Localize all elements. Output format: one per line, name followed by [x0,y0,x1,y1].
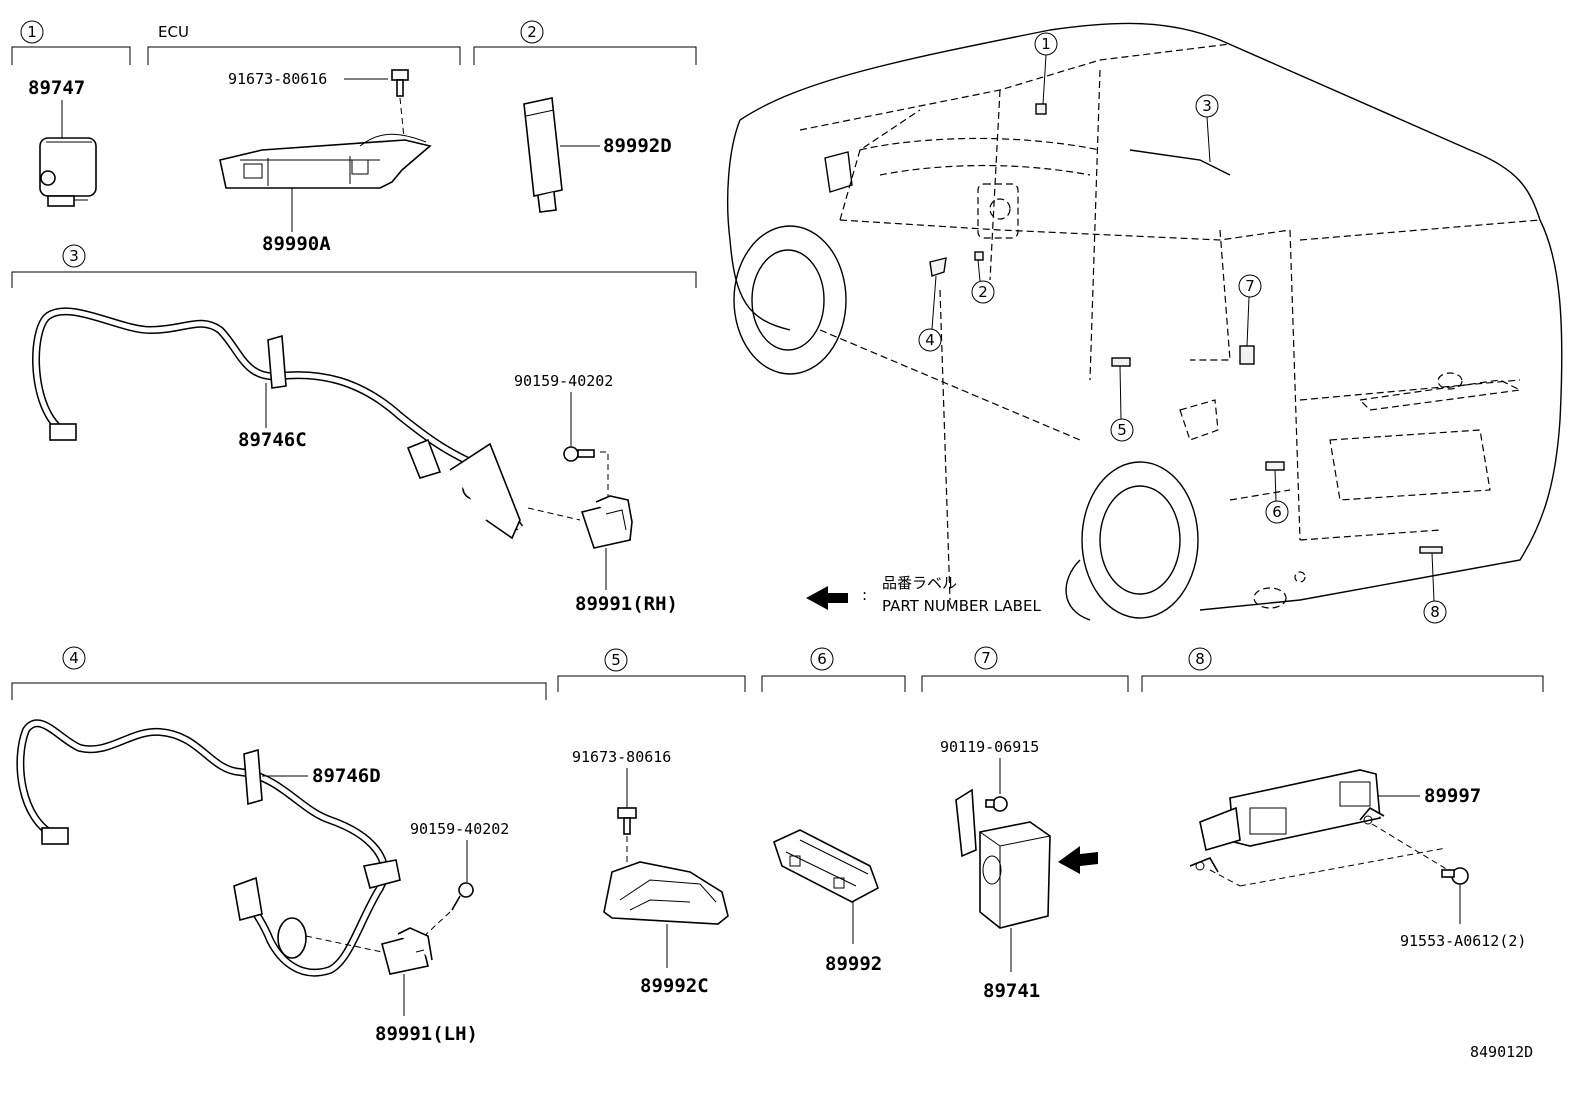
vehicle-callout-8-circle [1423,600,1447,624]
section-7: 7 90119-06915 89741 [921,646,1129,1002]
section-8: 8 89997 91553-A0612(2) [1141,647,1544,950]
section-5: 5 91673-80616 89992C [557,648,746,997]
sensor-89991-rh-label: 89991(RH) [575,593,678,615]
part-89741-module [955,788,1051,929]
vehicle-callout-7: 7 [1245,277,1255,295]
vehicle-callout-4-circle [918,328,942,352]
section-3-number: 3 [69,247,79,265]
part-89992d-antenna [523,97,563,213]
s4-bolt [451,882,474,911]
part-89747-sensor [39,137,97,207]
section-1-bracket [11,46,131,65]
section-6-bracket [761,675,906,692]
s5-bolt-label: 91673-80616 [572,748,671,766]
diagram-id: 849012D [1470,1043,1533,1061]
legend-separator: : [862,586,867,604]
section-2: 2 89992D [473,20,697,213]
ecu-bolt-label: 91673-80616 [228,70,327,88]
section-6-number: 6 [817,650,827,668]
vehicle-callout-5-circle [1110,418,1134,442]
section-5-number-circle [604,648,628,672]
vehicle-callout-2: 2 [978,283,988,301]
legend-jp-label: 品番ラベル [882,574,957,592]
section-8-bracket [1141,675,1544,692]
ecu-part-label: 89990A [262,233,331,255]
section-4-number: 4 [69,649,79,667]
vehicle-callout-3: 3 [1202,97,1212,115]
s3-bolt-label: 90159-40202 [514,372,613,390]
part-89992c-label: 89992C [640,975,709,997]
section-7-number: 7 [981,649,991,667]
s8-bolt-label: 91553-A0612(2) [1400,932,1526,950]
sensor-89991-lh-label: 89991(LH) [375,1023,478,1045]
section-8-number-circle [1188,647,1212,671]
s7-bolt [985,796,1008,812]
part-89997-label: 89997 [1424,785,1481,807]
section-2-bracket [473,46,697,65]
section-2-number-circle [520,20,544,44]
section-2-number: 2 [527,23,537,41]
part-89992-label: 89992 [825,953,882,975]
part-89992d-label: 89992D [603,135,672,157]
s5-bolt [617,807,637,835]
vehicle-illustration [727,22,1563,621]
s4-bolt-label: 90159-40202 [410,820,509,838]
part-89747-label: 89747 [28,77,85,99]
section-6-number-circle [810,647,834,671]
part-89997-unit [1189,769,1385,873]
section-7-bracket [921,675,1129,692]
vehicle-callout-2-circle [971,280,995,304]
vehicle-callout-8: 8 [1430,603,1440,621]
harness-89746c-label: 89746C [238,429,307,451]
arrow-left-icon [806,586,848,610]
s7-bolt-label: 90119-06915 [940,738,1039,756]
s8-bolt [1441,867,1469,885]
harness-89746d-label: 89746D [312,765,381,787]
section-1-number: 1 [27,23,37,41]
section-3-number-circle [62,244,86,268]
legend-en-label: PART NUMBER LABEL [882,597,1041,615]
vehicle-callout-4: 4 [925,331,935,349]
section-ecu: ECU 91673-80616 89990A [147,23,461,255]
sensor-89991-lh [381,927,433,975]
vehicle-callout-5: 5 [1117,421,1127,439]
section-4-bracket [11,682,547,700]
harness-89746d [16,719,401,977]
section-1: 1 89747 [11,20,131,207]
vehicle-callout-1: 1 [1041,35,1051,53]
section-1-number-circle [20,20,44,44]
section-5-number: 5 [611,651,621,669]
part-89741-label: 89741 [983,980,1040,1002]
harness-89746c [32,307,524,540]
section-3-bracket [11,271,697,288]
ecu-unit [219,133,432,189]
sensor-89991-rh [580,495,633,549]
part-number-label-arrow-icon [1058,846,1098,874]
section-5-bracket [557,675,746,692]
section-3: 3 89746C 90159-40202 89991(RH) [11,244,697,615]
vehicle-callout-7-circle [1238,274,1262,298]
section-7-number-circle [974,646,998,670]
s3-bolt [563,446,595,462]
vehicle-callout-6-circle [1265,500,1289,524]
ecu-bolt [391,69,409,97]
part-number-label-legend: : 品番ラベル PART NUMBER LABEL [806,574,1041,615]
section-8-number: 8 [1195,650,1205,668]
vehicle-callout-6: 6 [1272,503,1282,521]
part-89992-antenna [773,829,879,903]
section-4-number-circle [62,646,86,670]
section-4: 4 89746D 90159-40202 89991(LH) [11,646,547,1045]
part-89992c-bracket [603,861,729,925]
ecu-title: ECU [158,23,189,41]
section-6: 6 89992 [761,647,906,975]
ecu-bracket [147,46,461,65]
vehicle-callouts: 1 2 3 4 5 6 7 8 [918,32,1447,624]
